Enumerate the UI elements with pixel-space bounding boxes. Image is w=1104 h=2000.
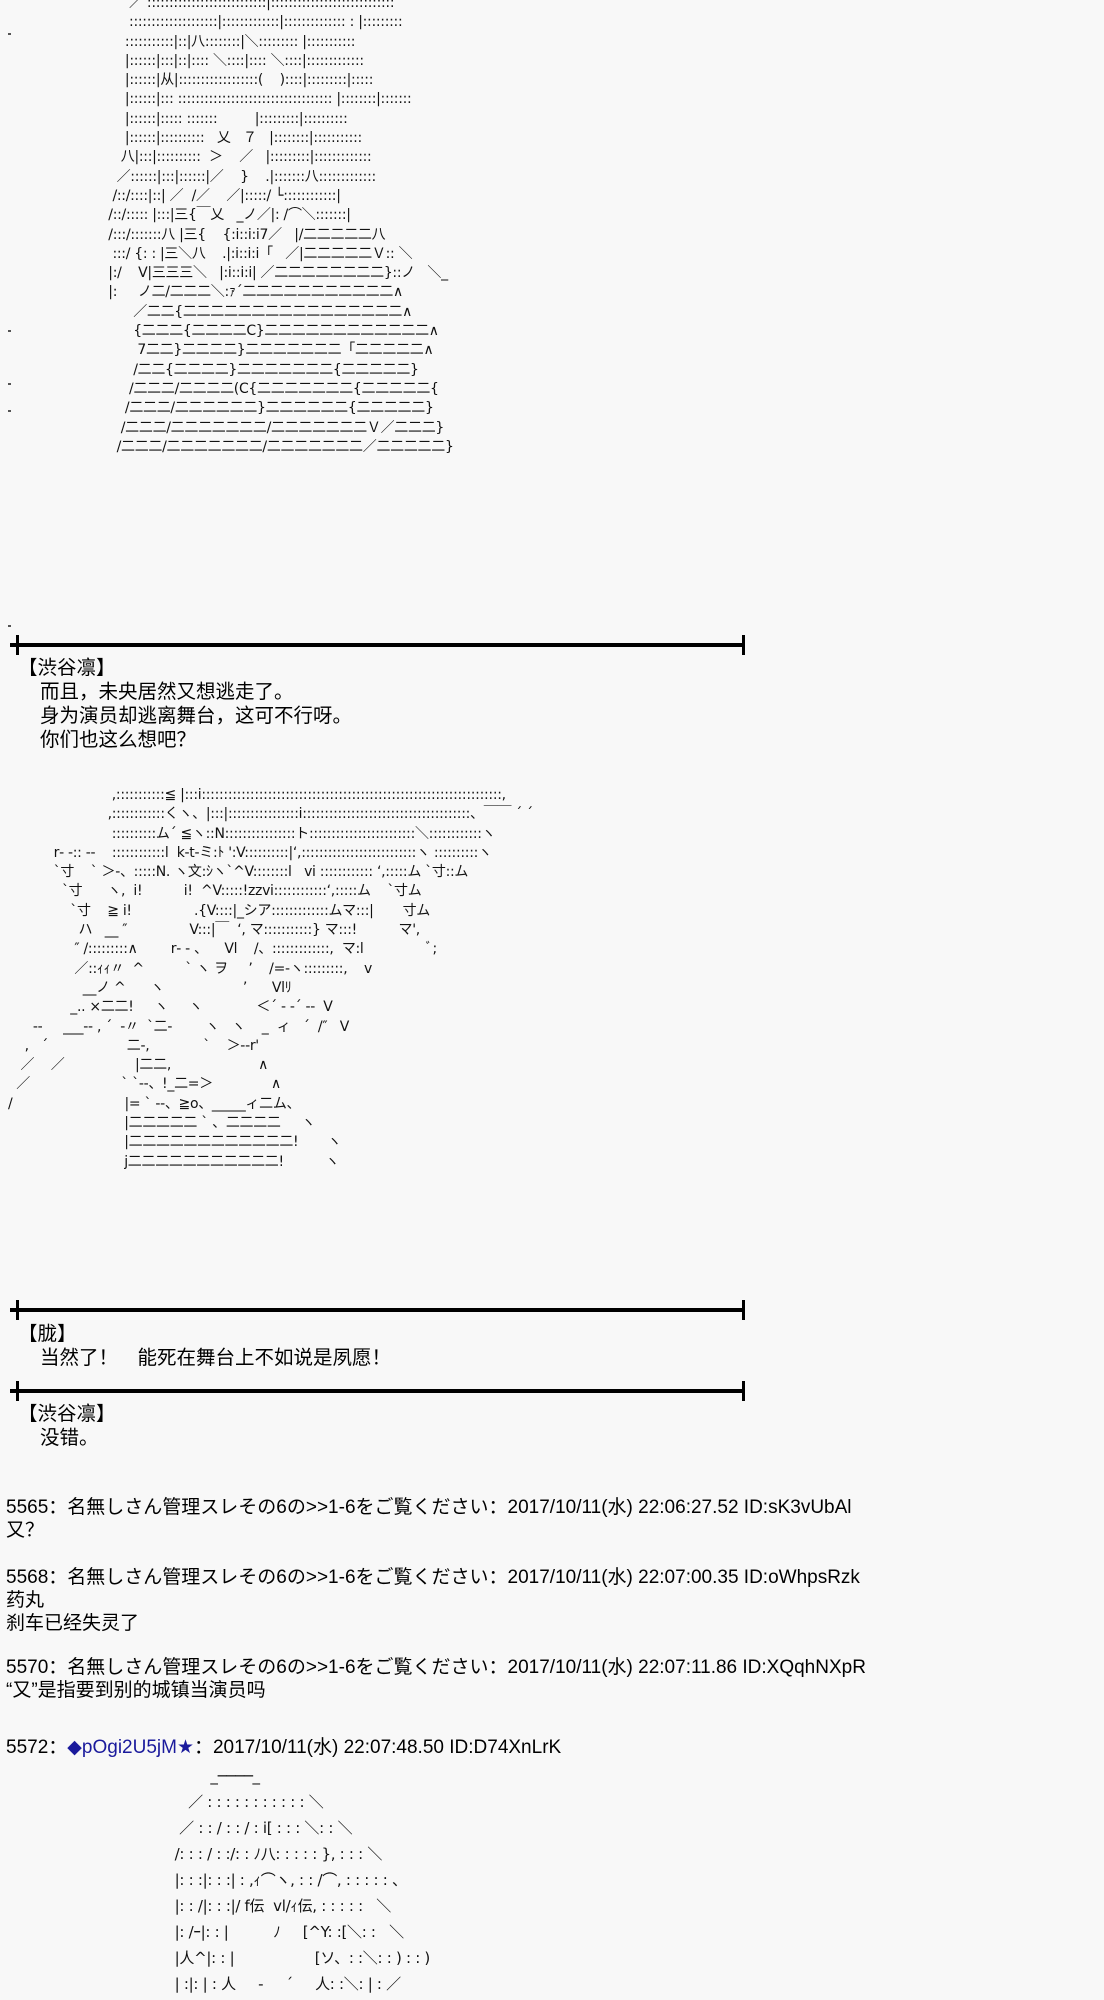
edge-mark xyxy=(8,625,11,627)
speaker-name: 【渋谷凛】 xyxy=(18,1403,116,1425)
post-body: 又？ xyxy=(6,1520,45,1541)
dialogue-line: 你们也这么想吧？ xyxy=(40,729,197,751)
separator-tick xyxy=(16,1381,19,1401)
dialogue-block: 【渋谷凛】 没错。 xyxy=(18,1402,116,1450)
post-5572: 5572：◆pOgi2U5jM★：2017/10/11(水) 22:07:48.… xyxy=(6,1736,561,1759)
post-author: 名無しさん管理スレその6の>>1-6をご覧ください xyxy=(67,1567,489,1588)
post-author: 名無しさん管理スレその6の>>1-6をご覧ください xyxy=(67,1657,489,1678)
post-number[interactable]: 5572 xyxy=(6,1737,49,1758)
post-date-id: ：2017/10/11(水) 22:07:00.35 ID:oWhpsRzk xyxy=(488,1567,860,1588)
post-author-trip[interactable]: ◆pOgi2U5jM★ xyxy=(67,1737,194,1758)
dialogue-line: 身为演员却逃离舞台，这可不行呀。 xyxy=(40,705,353,727)
post-date-id: ：2017/10/11(水) 22:07:11.86 ID:XQqhNXpR xyxy=(488,1657,866,1678)
speaker-name: 【胧】 xyxy=(18,1323,77,1345)
post-5565: 5565：名無しさん管理スレその6の>>1-6をご覧ください：2017/10/1… xyxy=(6,1496,852,1542)
separator-line xyxy=(10,635,745,655)
post-header: 5572：◆pOgi2U5jM★：2017/10/11(水) 22:07:48.… xyxy=(6,1737,562,1758)
post-5568: 5568：名無しさん管理スレその6の>>1-6をご覧ください：2017/10/1… xyxy=(6,1566,860,1635)
dialogue-line: 而且，未央居然又想逃走了。 xyxy=(40,681,294,703)
speaker-name: 【渋谷凛】 xyxy=(18,657,116,679)
post-header: 5568：名無しさん管理スレその6の>>1-6をご覧ください：2017/10/1… xyxy=(6,1567,860,1588)
post-date-id: ：2017/10/11(水) 22:07:48.50 ID:D74XnLrK xyxy=(193,1737,562,1758)
ascii-art-oboro: ,:::::::::::≦ |:::i:::::::::::::::::::::… xyxy=(8,787,533,1170)
separator-tick xyxy=(16,635,19,655)
edge-mark xyxy=(8,33,11,35)
separator-line xyxy=(10,1300,745,1320)
post-5570: 5570：名無しさん管理スレその6の>>1-6をご覧ください：2017/10/1… xyxy=(6,1656,866,1702)
dialogue-line: 当然了！ 能死在舞台上不如说是夙愿！ xyxy=(40,1347,392,1369)
separator-line xyxy=(10,1381,745,1401)
dialogue-block: 【胧】 当然了！ 能死在舞台上不如说是夙愿！ xyxy=(18,1322,391,1370)
edge-mark xyxy=(8,330,11,332)
post-body: “又”是指要到别的城镇当演员吗 xyxy=(6,1680,266,1701)
separator-tick xyxy=(742,1300,745,1320)
post-date-id: ：2017/10/11(水) 22:06:27.52 ID:sK3vUbAl xyxy=(488,1497,852,1518)
post-number[interactable]: 5568 xyxy=(6,1567,49,1588)
ascii-art-rin: ／ :::::::::::::::::::::::::::|::::::::::… xyxy=(108,0,454,455)
separator-tick xyxy=(742,1381,745,1401)
post-header: 5570：名無しさん管理スレその6の>>1-6をご覧ください：2017/10/1… xyxy=(6,1657,866,1678)
dialogue-line: 没错。 xyxy=(40,1427,99,1449)
post-body: 刹车已经失灵了 xyxy=(6,1613,140,1634)
post-number[interactable]: 5565 xyxy=(6,1497,49,1518)
post-body: 药丸 xyxy=(6,1590,45,1611)
separator-tick xyxy=(742,635,745,655)
post-author: 名無しさん管理スレその6の>>1-6をご覧ください xyxy=(67,1497,489,1518)
separator-tick xyxy=(16,1300,19,1320)
post-number[interactable]: 5570 xyxy=(6,1657,49,1678)
post-header: 5565：名無しさん管理スレその6の>>1-6をご覧ください：2017/10/1… xyxy=(6,1497,852,1518)
edge-mark xyxy=(8,410,11,412)
edge-mark xyxy=(8,383,11,385)
dialogue-block: 【渋谷凛】 而且，未央居然又想逃走了。 身为演员却逃离舞台，这可不行呀。 你们也… xyxy=(18,656,352,752)
ascii-art-bottom: _────_ ／ : : : : : : : : : : : ＼ ／ : : /… xyxy=(174,1767,431,1993)
